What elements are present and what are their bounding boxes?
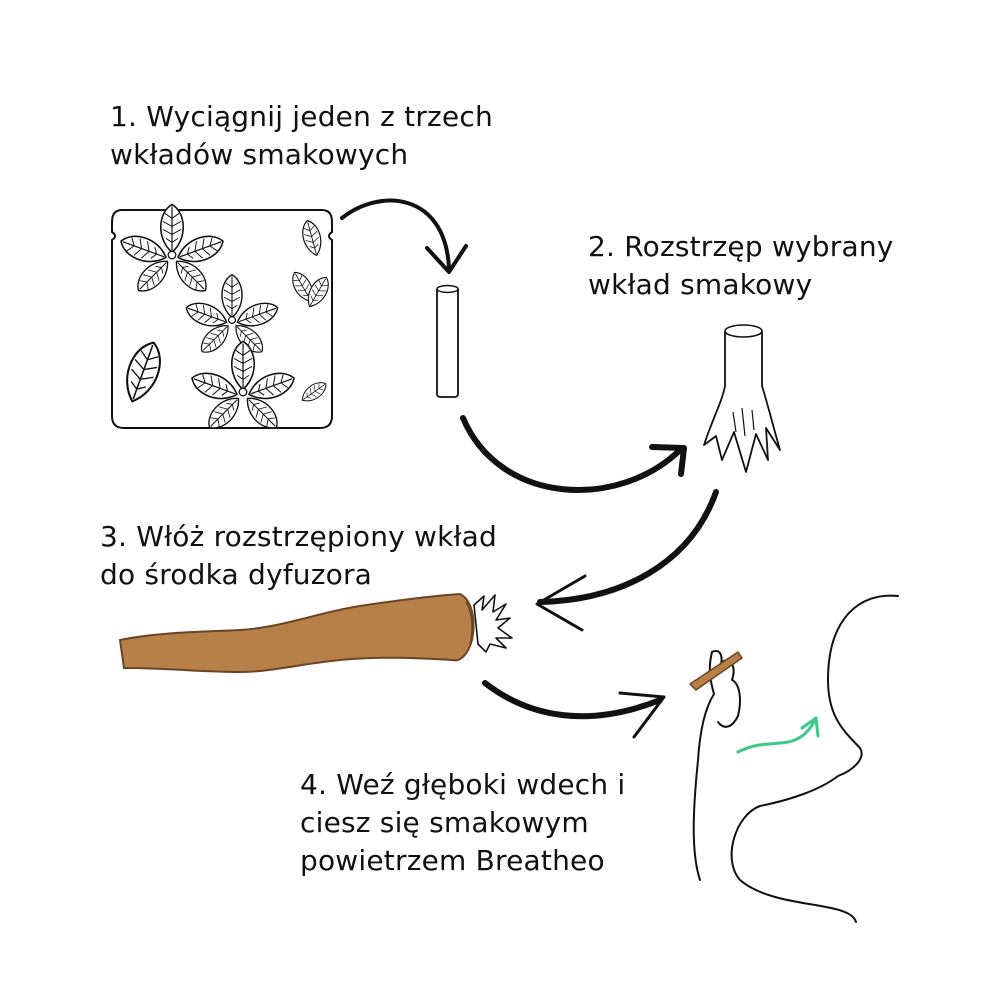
breath-arrow-icon bbox=[736, 716, 820, 754]
arrow-icon bbox=[460, 415, 687, 493]
step-1-line-2: wkładów smakowych bbox=[110, 138, 409, 171]
step-4-line-3: powietrzem Breatheo bbox=[300, 844, 605, 877]
step-1-instruction: 1. Wyciągnij jeden z trzech wkładów smak… bbox=[110, 98, 493, 174]
step-2-line-1: 2. Rozstrzęp wybrany bbox=[588, 230, 894, 263]
step-1-line-1: 1. Wyciągnij jeden z trzech bbox=[110, 100, 493, 133]
step-3-line-2: do środka dyfuzora bbox=[100, 558, 373, 591]
arrow-icon bbox=[482, 680, 663, 720]
step-3-line-1: 3. Włóż rozstrzępiony wkład bbox=[100, 520, 498, 553]
diffuser-icon bbox=[118, 592, 513, 674]
flavor-stick-icon bbox=[436, 284, 459, 398]
step-3-instruction: 3. Włóż rozstrzępiony wkład do środka dy… bbox=[100, 518, 497, 594]
diffuser-icon bbox=[689, 651, 743, 691]
person-profile-icon bbox=[692, 594, 899, 923]
step-2-instruction: 2. Rozstrzęp wybrany wkład smakowy bbox=[588, 228, 894, 304]
step-4-line-2: ciesz się smakowym bbox=[300, 806, 589, 839]
arrow-icon bbox=[340, 198, 468, 274]
step-4-line-1: 4. Weź głęboki wdech i bbox=[300, 768, 626, 801]
step-4-instruction: 4. Weź głęboki wdech i ciesz się smakowy… bbox=[300, 766, 625, 880]
arrow-icon bbox=[537, 489, 719, 605]
step-2-line-2: wkład smakowy bbox=[588, 268, 813, 301]
mint-sachet bbox=[111, 204, 334, 434]
frayed-stick-icon bbox=[703, 324, 781, 473]
